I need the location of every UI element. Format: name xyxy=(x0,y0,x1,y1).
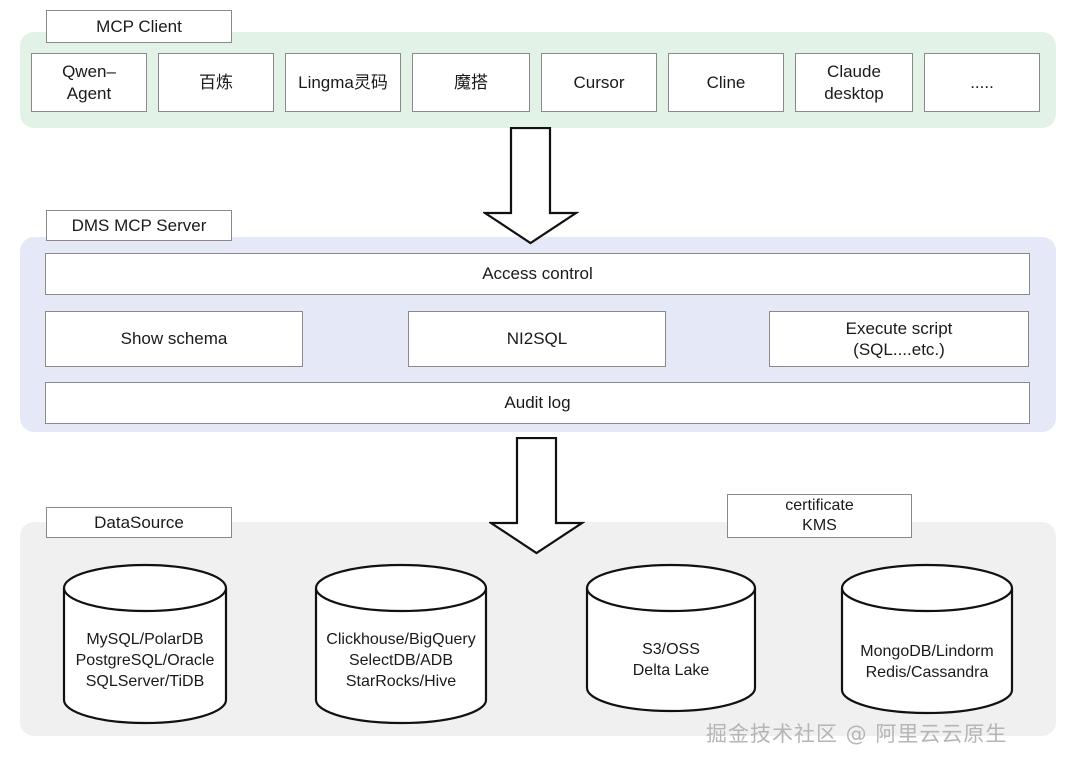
capability-show-schema[interactable]: Show schema xyxy=(45,311,303,367)
arrow-client-to-server-icon xyxy=(483,127,579,245)
datastore-relational-label: MySQL/PolarDB PostgreSQL/Oracle SQLServe… xyxy=(75,631,215,691)
cylinder-shape-icon xyxy=(314,563,488,725)
capability-execute-script[interactable]: Execute script (SQL....etc.) xyxy=(769,311,1029,367)
datastore-nosql-label: MongoDB/Lindorm Redis/Cassandra xyxy=(860,643,994,682)
client-item-more[interactable]: ..... xyxy=(924,53,1040,112)
client-item-cline[interactable]: Cline xyxy=(668,53,784,112)
access-control-box[interactable]: Access control xyxy=(45,253,1030,295)
cylinder-shape-icon xyxy=(840,563,1014,715)
client-item-motuo[interactable]: 魔搭 xyxy=(412,53,530,112)
mcp-client-title: MCP Client xyxy=(46,10,232,43)
certificate-kms-box[interactable]: certificate KMS xyxy=(727,494,912,538)
client-item-claude-desktop[interactable]: Claude desktop xyxy=(795,53,913,112)
dms-mcp-server-title: DMS MCP Server xyxy=(46,210,232,241)
arrow-server-to-datasource-icon xyxy=(489,437,585,555)
datastore-relational[interactable]: MySQL/PolarDB PostgreSQL/Oracle SQLServe… xyxy=(62,563,228,725)
capability-ni2sql[interactable]: NI2SQL xyxy=(408,311,666,367)
client-item-bailian[interactable]: 百炼 xyxy=(158,53,274,112)
datastore-olap[interactable]: Clickhouse/BigQuery SelectDB/ADB StarRoc… xyxy=(314,563,488,725)
datastore-object-storage[interactable]: S3/OSS Delta Lake xyxy=(585,563,757,713)
datastore-nosql[interactable]: MongoDB/Lindorm Redis/Cassandra xyxy=(840,563,1014,715)
client-item-qwen-agent[interactable]: Qwen– Agent xyxy=(31,53,147,112)
datasource-title: DataSource xyxy=(46,507,232,538)
audit-log-box[interactable]: Audit log xyxy=(45,382,1030,424)
client-item-cursor[interactable]: Cursor xyxy=(541,53,657,112)
client-item-lingma[interactable]: Lingma灵码 xyxy=(285,53,401,112)
datastore-object-storage-label: S3/OSS Delta Lake xyxy=(632,641,710,680)
datastore-olap-label: Clickhouse/BigQuery SelectDB/ADB StarRoc… xyxy=(326,631,476,691)
cylinder-shape-icon xyxy=(62,563,228,725)
watermark-text: 掘金技术社区 @ 阿里云云原生 xyxy=(706,722,1008,746)
cylinder-shape-icon xyxy=(585,563,757,713)
